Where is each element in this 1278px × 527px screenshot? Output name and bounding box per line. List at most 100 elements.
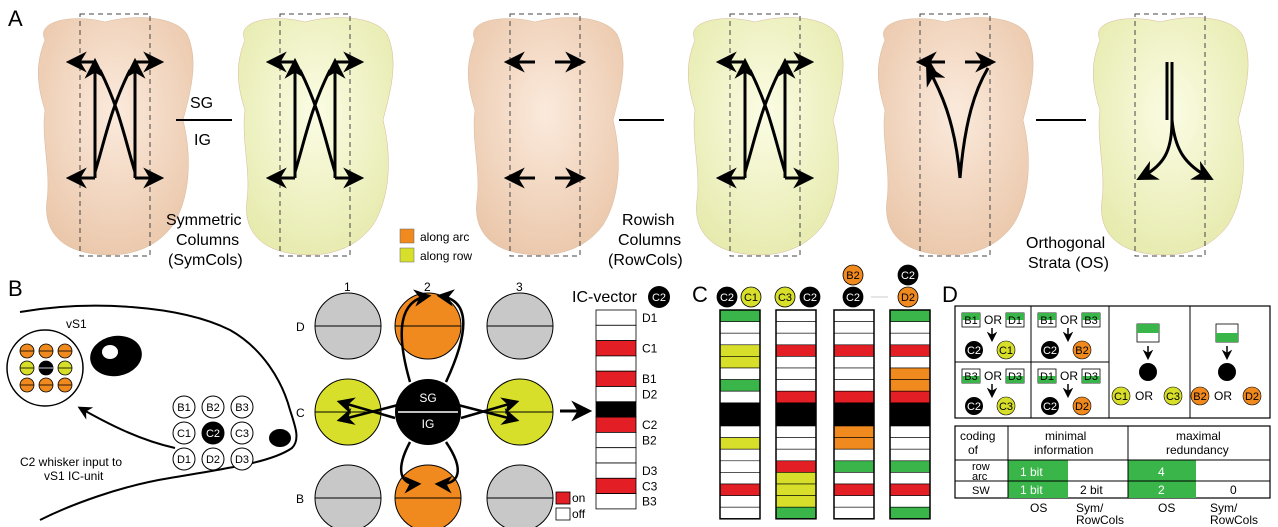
vector-cell: [720, 426, 760, 438]
mini-vec-label: D1: [1008, 315, 1022, 327]
ic-vector-title: IC-vector: [572, 289, 638, 306]
vector-cell: [890, 333, 930, 345]
legend-off-swatch: [556, 508, 570, 520]
whisker-label-C2: C2: [206, 428, 220, 440]
ic-vector-cell: [596, 494, 636, 509]
vector-cell: [834, 496, 874, 508]
ic-vector-row-label: C3: [642, 479, 658, 493]
d-table-frame: [955, 426, 1270, 498]
vector-cell: [834, 472, 874, 484]
vector-cell: [720, 472, 760, 484]
rat-nose: [269, 429, 291, 447]
vector-cell: [834, 438, 874, 450]
vector-cell: [890, 414, 930, 426]
whisker-label-B3: B3: [235, 402, 248, 414]
center-sg: SG: [419, 391, 436, 405]
t-footer: OS: [1030, 501, 1047, 515]
panel-label-b: B: [8, 276, 23, 301]
ic-vector-cell: [596, 448, 636, 463]
ic-vector-row-label: D1: [642, 311, 658, 325]
vs1-barrels: [20, 344, 72, 392]
mini-vec-label: D1: [1040, 371, 1054, 383]
mini-vec-label: D3: [1008, 371, 1022, 383]
legend-swatch-row: [400, 248, 414, 262]
vector-cell: [776, 356, 816, 368]
whisker-label-C1: C1: [177, 428, 191, 440]
vector-cell: [720, 449, 760, 461]
vector-cell: [720, 438, 760, 450]
vector-cell: [834, 391, 874, 403]
ic-vector-cell: [596, 341, 636, 356]
vector-cell: [720, 507, 760, 519]
vector-cell: [890, 322, 930, 334]
badge-label: C1: [744, 292, 758, 304]
ic-vector-row-label: D2: [642, 388, 658, 402]
t-cell: 1 bit: [1020, 465, 1043, 479]
mini-vec-label: D3: [1084, 371, 1098, 383]
vector-cell: [720, 310, 760, 322]
row-label: B: [296, 492, 304, 506]
or-label: OR: [984, 313, 1002, 327]
panel-c-vectors: C2C1C3C2B2C2C2D2: [717, 265, 930, 519]
vector-cell: [720, 368, 760, 380]
badge-label: B2: [846, 270, 859, 282]
t-footer: RowCols: [1076, 513, 1124, 527]
badge-label: C2: [846, 292, 860, 304]
symcols-line1: Symmetric: [166, 212, 242, 229]
ic-vector: D1C1B1D2C2B2D3C3B3: [596, 310, 658, 509]
vector-cell: [834, 484, 874, 496]
ic-vector-cell: [596, 356, 636, 371]
ig-label: IG: [194, 132, 211, 149]
vector-cell: [834, 403, 874, 415]
row-label: C: [296, 406, 305, 420]
brain-volume: [468, 18, 623, 255]
sg-label: SG: [190, 95, 213, 112]
mini-vec-label: B1: [964, 315, 977, 327]
t-footer: RowCols: [1210, 513, 1258, 527]
ic-vector-cell: [596, 325, 636, 340]
whisker-label-D3: D3: [235, 454, 249, 466]
t-sw: SW: [972, 485, 990, 497]
or-label: OR: [1214, 389, 1232, 403]
t-max-b: redundancy: [1166, 443, 1229, 457]
vector-cell: [834, 333, 874, 345]
col-label: 3: [516, 280, 523, 294]
panel-label-d: D: [942, 282, 958, 307]
ic-unit: [487, 465, 553, 527]
badge-label: C3: [999, 401, 1013, 413]
vector-cell: [776, 507, 816, 519]
vs1-label: vS1: [66, 317, 87, 331]
vector-cell: [776, 496, 816, 508]
badge-label: D2: [1075, 401, 1089, 413]
or-label: OR: [1060, 369, 1078, 383]
t-min-b: information: [1034, 443, 1093, 457]
vector-cell: [776, 414, 816, 426]
brain-volume: [688, 18, 843, 255]
legend-along-arc: along arc: [420, 230, 469, 244]
vector-cell: [890, 391, 930, 403]
vector-cell: [776, 380, 816, 392]
panel-label-c: C: [692, 282, 708, 307]
badge-c2: [1218, 363, 1236, 381]
vector-cell: [776, 322, 816, 334]
vector-cell: [720, 333, 760, 345]
symcols-line2: Columns: [176, 232, 239, 249]
ic-vector-row-label: B1: [642, 372, 657, 386]
vector-cell: [720, 322, 760, 334]
rowcols-line3: (RowCols): [608, 252, 683, 269]
mini-vec-label: B3: [1084, 315, 1097, 327]
vector-cell: [890, 472, 930, 484]
vector-cell: [834, 322, 874, 334]
vector-cell: [834, 310, 874, 322]
or-label: OR: [1060, 313, 1078, 327]
big-vec-fill: [1216, 333, 1238, 342]
t-cell: 0: [1230, 483, 1237, 497]
ic-vector-badge-label: C2: [652, 292, 666, 304]
ic-vector-row-label: C2: [642, 418, 658, 432]
badge-label: B2: [1075, 345, 1088, 357]
badge-label: C2: [967, 401, 981, 413]
badge-label: C3: [1166, 391, 1180, 403]
